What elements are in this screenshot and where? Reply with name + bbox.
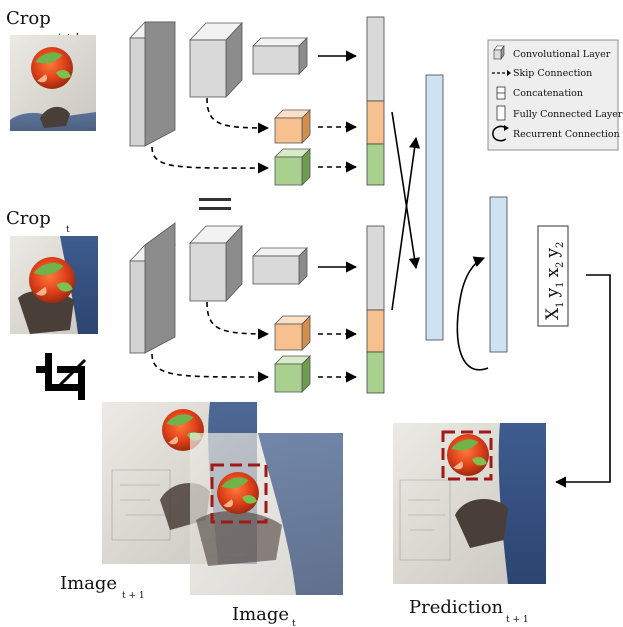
legend-label: Convolutional Layer	[513, 49, 611, 60]
legend-label: Concatenation	[513, 88, 583, 99]
image-cur	[190, 433, 343, 595]
recurrent-arrow	[456, 256, 489, 371]
skip-arrow	[151, 146, 270, 174]
crop-cur-image	[10, 236, 98, 334]
arrow	[391, 111, 421, 270]
concat-column-top	[366, 16, 385, 186]
conv-stream-top	[129, 16, 385, 186]
label-sub: t	[66, 225, 70, 235]
legend-label: Fully Connected Layer	[513, 109, 623, 120]
conv-stream-bottom	[129, 222, 385, 394]
out-token: y	[543, 248, 563, 259]
arrow	[391, 136, 421, 311]
skip-arrow	[206, 301, 270, 340]
label-main: Crop	[6, 8, 51, 29]
legend: Convolutional Layer Skip Connection Conc…	[487, 39, 623, 151]
label-sub: t	[292, 619, 296, 627]
skip-arrow	[206, 97, 270, 134]
out-token-sub: 2	[555, 242, 566, 248]
output-arrow	[554, 274, 611, 488]
conv-layer-1	[129, 222, 176, 354]
bbox-prediction	[441, 430, 493, 481]
label-prediction: Prediction t + 1	[409, 597, 529, 625]
out-token-sub: 1	[555, 282, 566, 288]
conv-layer-icon	[493, 45, 505, 60]
skip-connection-icon	[492, 70, 511, 76]
conv-layer-3	[252, 37, 308, 75]
out-token-sub: 1	[555, 302, 566, 308]
prediction-image	[393, 423, 546, 584]
svg-text:X1y1x2y2: X1y1x2y2	[543, 242, 566, 320]
concatenation-icon	[496, 86, 506, 100]
bbox-crop-region	[210, 463, 268, 524]
output-box: X1y1x2y2	[537, 225, 569, 327]
skip-block-orange	[274, 315, 311, 351]
skip-block-green	[274, 148, 311, 186]
label-image-cur: Image t	[232, 604, 296, 627]
conv-layer-3	[252, 247, 308, 285]
label-crop-cur: Crop t	[6, 208, 70, 235]
shared-weights-equals	[199, 198, 231, 210]
crop-icon	[36, 353, 87, 400]
fc-layer-1	[425, 74, 444, 341]
label-sub: t + 1	[506, 615, 529, 625]
conv-layer-2	[189, 21, 243, 99]
crop-next-image	[10, 35, 96, 131]
out-token: y	[543, 288, 563, 299]
skip-arrow	[151, 353, 270, 383]
out-token: x	[543, 268, 563, 278]
legend-label: Skip Connection	[513, 68, 592, 79]
label-main: Image	[232, 604, 289, 625]
recurrent-connection-icon	[492, 125, 509, 142]
label-main: Crop	[6, 208, 51, 229]
legend-label: Recurrent Connection	[513, 129, 620, 140]
conv-layer-2	[189, 224, 243, 303]
label-main: Prediction	[409, 597, 504, 618]
label-sub: t + 1	[122, 591, 145, 601]
fc-layer-2	[489, 196, 508, 353]
out-token: X	[543, 307, 563, 320]
skip-block-green	[274, 355, 311, 393]
out-token-sub: 2	[555, 262, 566, 268]
fc-layer-icon	[496, 105, 506, 121]
label-main: Image	[60, 573, 117, 594]
conv-layer-1	[129, 21, 176, 147]
label-image-next: Image t + 1	[60, 573, 145, 601]
concat-column-bottom	[366, 225, 385, 394]
skip-block-orange	[274, 109, 311, 144]
